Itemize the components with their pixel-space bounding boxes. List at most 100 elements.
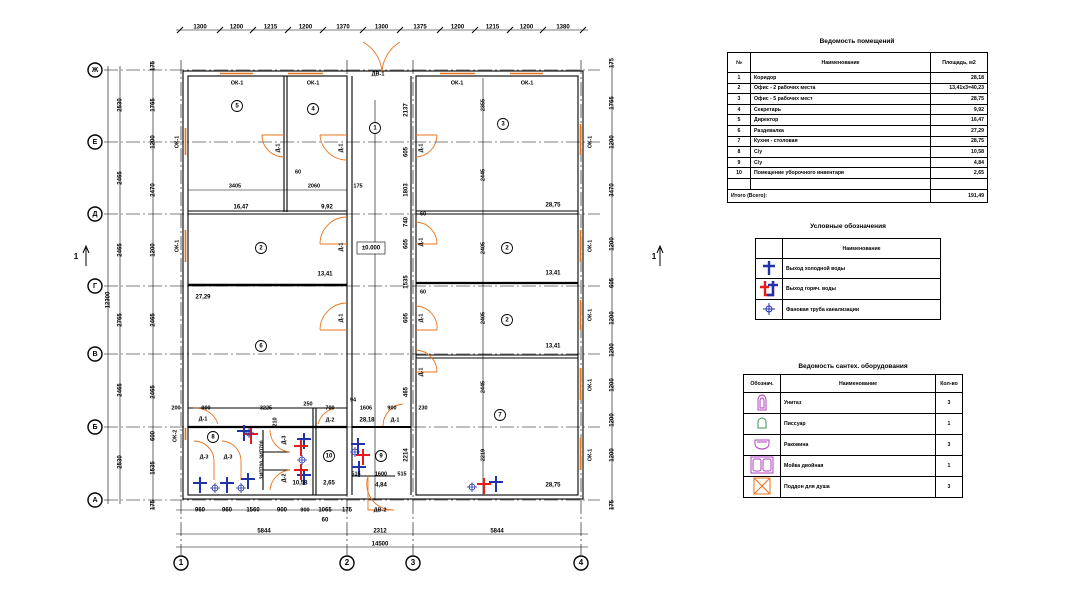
hot-water-outlet-icon xyxy=(477,478,491,494)
dimension-tick xyxy=(176,26,184,34)
level-mark: ±0.000 xyxy=(362,246,381,252)
table-row-total: Итого (Всего):191,49 xyxy=(727,188,988,203)
room-number: 9 xyxy=(379,454,383,460)
equipment-qty: 1 xyxy=(935,455,963,477)
dimension-label: 740 xyxy=(404,216,410,227)
room-name: Раздевалка xyxy=(750,124,931,137)
room-area: 16,47 xyxy=(930,114,988,126)
dimension-tick xyxy=(359,26,367,34)
room-number: 7 xyxy=(498,413,502,419)
window-tag: ОК-2 xyxy=(172,430,178,443)
equipment-title: Ведомость сантех. оборудования xyxy=(798,363,908,370)
room-number: 5 xyxy=(235,104,239,110)
total-value: 191,49 xyxy=(930,188,988,203)
dimension-label: 2530 xyxy=(118,455,124,469)
door-tag: Д-1 xyxy=(275,144,281,153)
axis-bubble xyxy=(573,555,589,571)
axis-label: В xyxy=(92,351,97,358)
legend-label: Выход холодной воды xyxy=(782,258,941,279)
dimension-label: 5844 xyxy=(490,529,504,535)
section-mark: 1 xyxy=(74,252,79,261)
dimension-label: 960 xyxy=(195,508,206,514)
dimension-label: 2470 xyxy=(151,183,157,197)
dimension-tick xyxy=(284,26,292,34)
dimension-label: 1300 xyxy=(193,25,207,31)
sewer-pipe-icon xyxy=(236,483,246,493)
dimension-label: 1803 xyxy=(404,183,410,197)
dimension-label: 900 xyxy=(387,405,396,411)
dimension-label: 515 xyxy=(351,471,360,477)
room-name: Офис - 5 рабочих мест xyxy=(750,93,931,105)
dimension-label: 175 xyxy=(151,60,157,71)
dimension-label: 1535 xyxy=(404,275,410,289)
room-area: 28,75 xyxy=(545,203,561,209)
room-area: 28,18 xyxy=(359,418,375,424)
axis-label: 4 xyxy=(579,558,584,567)
dimension-label: 605 xyxy=(404,146,410,157)
dimension-label: 1200 xyxy=(520,25,534,31)
dimension-label: 2465 xyxy=(151,385,157,399)
dimension-label: 2445 xyxy=(480,169,486,181)
dimension-label: 2405 xyxy=(480,242,486,254)
dimension-label: 2060 xyxy=(308,183,320,189)
axis-label: 1 xyxy=(179,558,184,567)
door-tag: ДВ-1 xyxy=(372,71,385,77)
table-row-empty xyxy=(727,177,988,190)
dimension-label: 1200 xyxy=(299,25,313,31)
room-number: 2 xyxy=(727,82,751,95)
door-tag: Д-1 xyxy=(338,243,344,252)
dimension-label: 175 xyxy=(610,57,616,68)
dimension-label: 1215 xyxy=(486,25,500,31)
legend-row: Выход холодной воды xyxy=(755,258,941,279)
room-area: 28,75 xyxy=(930,135,988,148)
double-sink-icon xyxy=(750,456,774,474)
room-name: Директор xyxy=(750,114,931,126)
door-tag: Д-1 xyxy=(391,417,400,423)
dimension-label: 1200 xyxy=(151,243,157,257)
dimension-label: 2465 xyxy=(118,383,124,397)
window-tag: ОК-1 xyxy=(174,240,180,253)
dimension-tick xyxy=(396,26,404,34)
room-name: С/у xyxy=(750,146,931,158)
room-area: 28,75 xyxy=(545,483,561,489)
col-number: № xyxy=(727,52,751,73)
window-tag: ОК-1 xyxy=(587,379,593,392)
room-area: 28,18 xyxy=(930,72,988,84)
room-area: 28,75 xyxy=(930,93,988,105)
dimension-label: 1215 xyxy=(264,25,278,31)
window-tag: ОК-1 xyxy=(587,240,593,253)
room-number-bubble xyxy=(501,242,513,254)
room-number: 1 xyxy=(373,126,377,132)
dimension-label: 1370 xyxy=(336,25,350,31)
dimension-label: 600 xyxy=(151,430,157,441)
room-area: 27,29 xyxy=(930,124,988,137)
room-number: 3 xyxy=(501,122,505,128)
dimension-label: 175 xyxy=(342,508,353,514)
room-name: Офис - 2 рабочих места xyxy=(750,82,931,95)
section-arrow-icon xyxy=(656,244,664,266)
axis-bubble xyxy=(87,278,103,294)
axis-bubble xyxy=(339,555,355,571)
dimension-label: 2405 xyxy=(480,312,486,324)
room-number-bubble xyxy=(307,103,319,115)
axis-label: Ж xyxy=(91,67,99,74)
dimension-label: 1535 xyxy=(151,461,157,475)
dimension-label: 900 xyxy=(201,405,210,411)
dimension-label: 605 xyxy=(610,277,616,288)
dimension-label: 2465 xyxy=(151,313,157,327)
room-name: Секретарь xyxy=(750,103,931,116)
room-area: 13,41 xyxy=(545,271,561,277)
sewer-pipe-icon xyxy=(210,483,220,493)
window-tag: ОК-1 xyxy=(521,80,534,86)
room-area: 2,65 xyxy=(930,167,988,179)
room-number: 6 xyxy=(259,344,263,350)
room-number: 7 xyxy=(727,135,751,148)
